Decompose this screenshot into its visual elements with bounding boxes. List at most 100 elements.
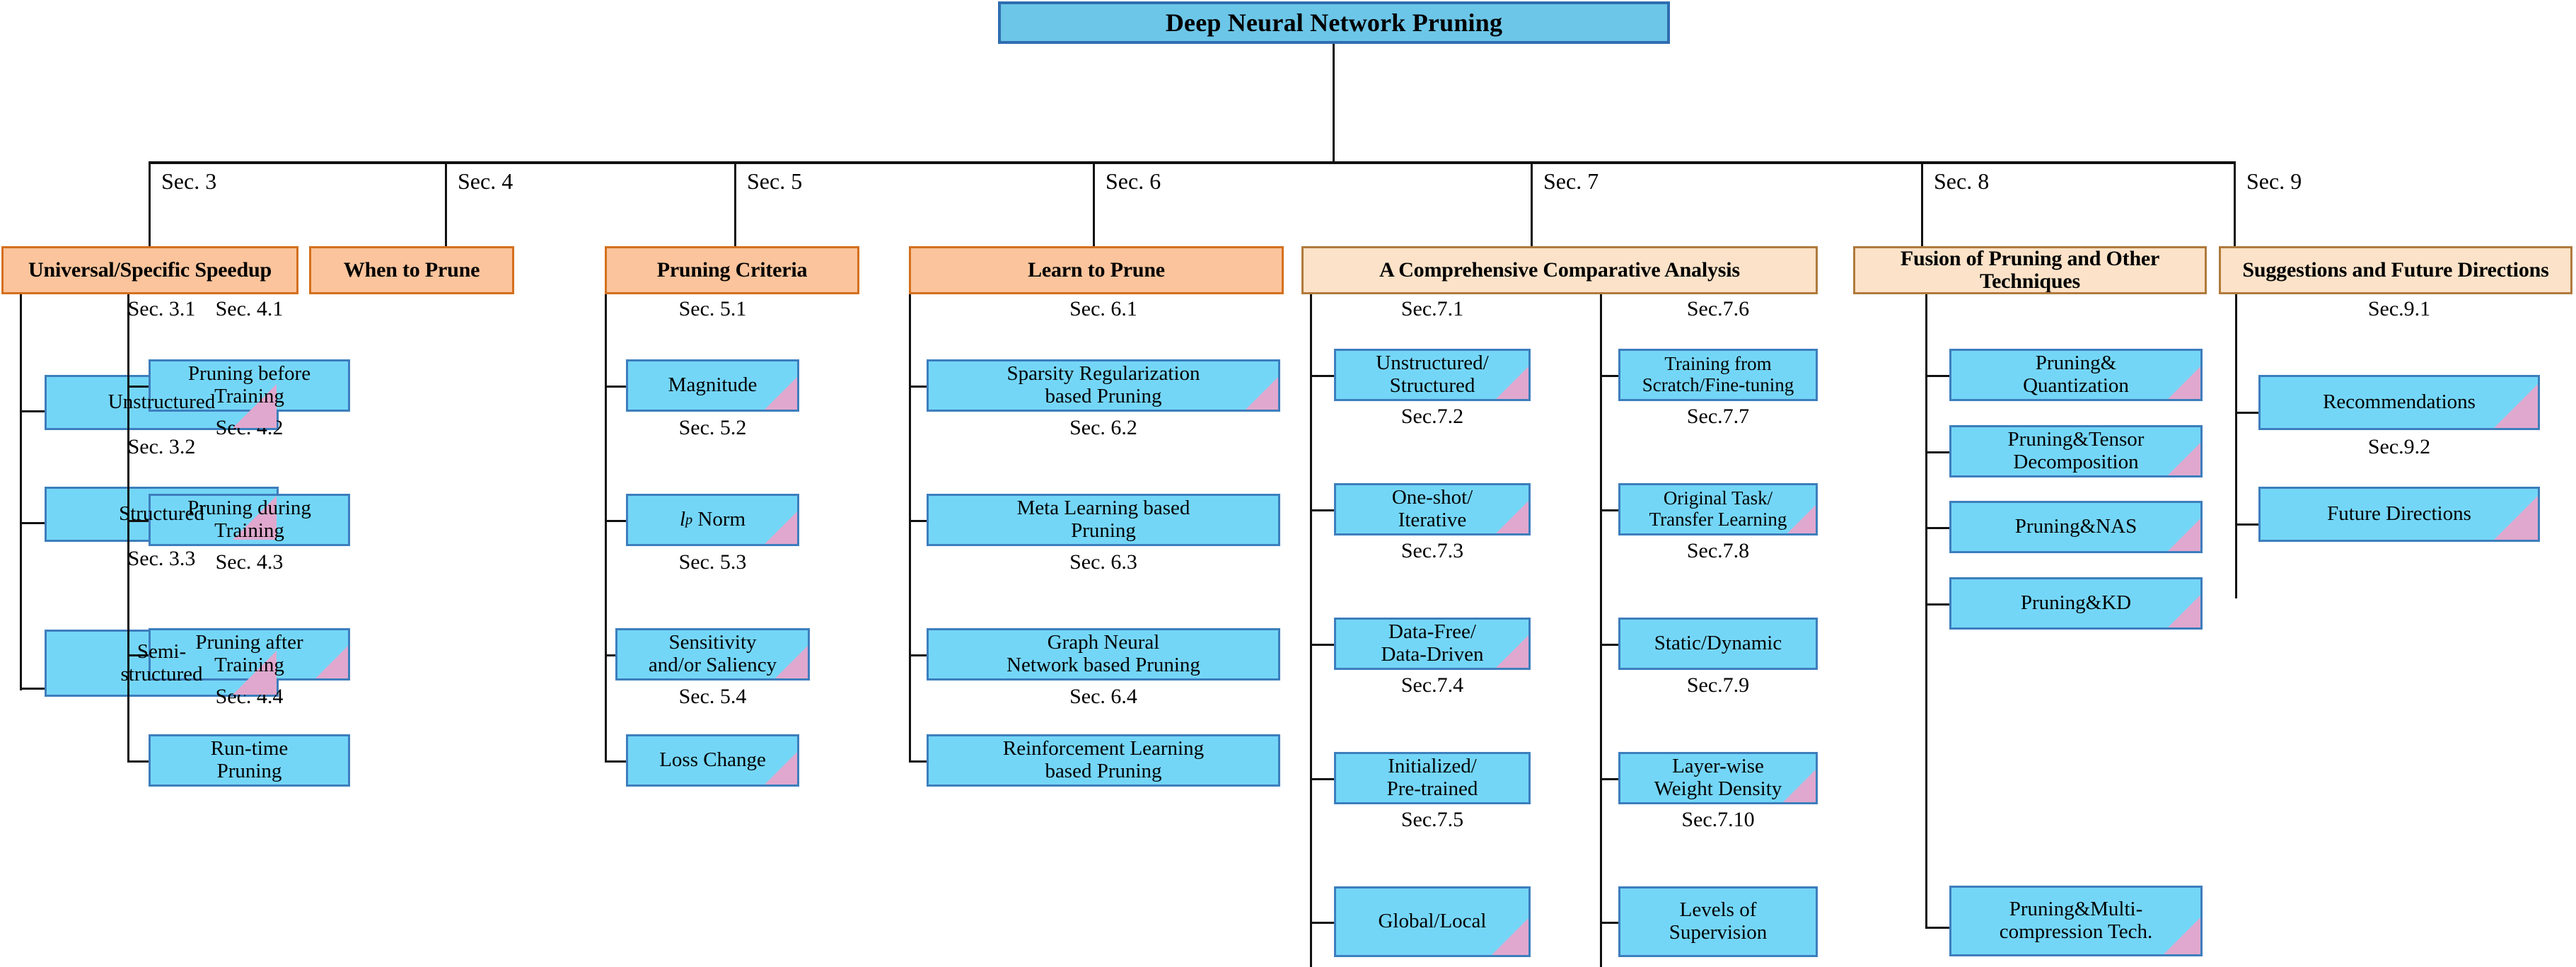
fold-corner-icon <box>1246 377 1278 410</box>
elbow-sec5-2 <box>605 520 627 522</box>
leaf-semi-structured[interactable]: Semi-structured <box>45 630 279 697</box>
section-header-sec3-label: Universal/Specific Speedup <box>28 258 272 282</box>
caption-sec7-10: Sec.7.10 <box>1681 808 1755 831</box>
leaf-initialized-pretrained[interactable]: Initialized/Pre-trained <box>1334 752 1531 804</box>
spine-sec7-right <box>1600 294 1602 967</box>
leaf-future-directions[interactable]: Future Directions <box>2258 487 2540 542</box>
section-header-sec6[interactable]: Learn to Prune <box>909 246 1284 294</box>
fold-corner-icon <box>233 384 277 428</box>
leaf-pruning-quantization[interactable]: Pruning&Quantization <box>1949 349 2203 401</box>
section-header-sec8[interactable]: Fusion of Pruning and Other Techniques <box>1853 246 2207 294</box>
root-node[interactable]: Deep Neural Network Pruning <box>998 1 1670 44</box>
leaf-pruning-nas[interactable]: Pruning&NAS <box>1949 501 2203 553</box>
leaf-global-local-label: Global/Local <box>1378 910 1487 933</box>
elbow-sec8-1 <box>1925 375 1949 377</box>
elbow-sec8-2 <box>1925 451 1949 453</box>
leaf-data-free-data-driven[interactable]: Data-Free/Data-Driven <box>1334 618 1531 670</box>
leaf-pruning-kd[interactable]: Pruning&KD <box>1949 577 2203 630</box>
leaf-pruning-nas-label: Pruning&NAS <box>2014 515 2137 538</box>
spine-sec8 <box>1925 294 1927 928</box>
fold-corner-icon <box>765 377 797 410</box>
elbow-sec4-1 <box>127 386 150 388</box>
section-header-sec7[interactable]: A Comprehensive Comparative Analysis <box>1301 246 1818 294</box>
caption-sec6-1: Sec. 6.1 <box>1069 297 1137 320</box>
leaf-pruning-multi-compression[interactable]: Pruning&Multi-compression Tech. <box>1949 886 2203 956</box>
elbow-sec5-4 <box>605 760 627 763</box>
fold-corner-icon <box>233 651 277 695</box>
section-header-sec5-label: Pruning Criteria <box>656 258 808 282</box>
section-header-sec7-label: A Comprehensive Comparative Analysis <box>1379 258 1740 282</box>
fold-corner-icon <box>2168 595 2200 627</box>
leaf-structured[interactable]: Structured <box>45 487 279 542</box>
leaf-one-shot-iterative[interactable]: One-shot/Iterative <box>1334 483 1531 535</box>
leaf-loss-change[interactable]: Loss Change <box>626 734 799 787</box>
trunk-leg-sec7 <box>1531 161 1533 246</box>
caption-sec7-6: Sec.7.6 <box>1686 297 1750 320</box>
section-header-sec4[interactable]: When to Prune <box>309 246 514 294</box>
leaf-static-dynamic-label: Static/Dynamic <box>1654 632 1782 655</box>
leaf-unstructured-structured-label: Unstructured/Structured <box>1376 352 1489 397</box>
elbow-sec7-4 <box>1310 778 1335 780</box>
leaf-static-dynamic[interactable]: Static/Dynamic <box>1618 618 1818 670</box>
elbow-sec6-3 <box>909 654 928 656</box>
section-header-sec9[interactable]: Suggestions and Future Directions <box>2219 246 2572 294</box>
fold-corner-icon <box>1496 366 1528 399</box>
leaf-recommendations[interactable]: Recommendations <box>2258 375 2540 430</box>
caption-sec7-7: Sec.7.7 <box>1686 405 1750 428</box>
fold-corner-icon <box>765 752 797 784</box>
elbow-sec8-5 <box>1925 927 1949 929</box>
fold-corner-icon <box>315 646 348 678</box>
spine-sec9 <box>2235 294 2237 598</box>
elbow-sec7-7 <box>1600 509 1620 511</box>
spine-sec7-left <box>1310 294 1312 967</box>
leaf-global-local[interactable]: Global/Local <box>1334 886 1531 957</box>
elbow-sec7-5 <box>1310 922 1335 924</box>
trunk-label-sec4: Sec. 4 <box>458 168 514 194</box>
elbow-sec7-1 <box>1310 375 1335 377</box>
spine-sec4 <box>127 294 129 761</box>
caption-sec3-1: Sec. 3.1 <box>127 297 196 320</box>
leaf-original-task-transfer[interactable]: Original Task/Transfer Learning <box>1618 483 1818 535</box>
elbow-sec7-6 <box>1600 375 1620 377</box>
leaf-one-shot-iterative-label: One-shot/Iterative <box>1391 486 1473 531</box>
leaf-unstructured-structured[interactable]: Unstructured/Structured <box>1334 349 1531 401</box>
spine-sec6 <box>909 294 911 761</box>
fold-corner-icon <box>2164 917 2200 954</box>
elbow-sec4-4 <box>127 760 150 763</box>
section-header-sec5[interactable]: Pruning Criteria <box>605 246 859 294</box>
section-header-sec3[interactable]: Universal/Specific Speedup <box>1 246 298 294</box>
leaf-semi-structured-label: Semi-structured <box>120 639 203 685</box>
fold-corner-icon <box>1496 501 1528 533</box>
elbow-sec7-3 <box>1310 644 1335 646</box>
fold-corner-icon <box>2494 384 2538 428</box>
fold-corner-icon <box>233 496 277 540</box>
elbow-sec4-2 <box>127 520 150 522</box>
caption-sec3-2: Sec. 3.2 <box>127 435 196 458</box>
leaf-unstructured[interactable]: Unstructured <box>45 375 279 430</box>
leaf-magnitude[interactable]: Magnitude <box>626 359 799 412</box>
trunk-label-sec5: Sec. 5 <box>747 168 803 194</box>
section-header-sec4-label: When to Prune <box>343 258 480 282</box>
elbow-sec6-4 <box>909 760 928 763</box>
elbow-sec8-4 <box>1925 603 1949 606</box>
